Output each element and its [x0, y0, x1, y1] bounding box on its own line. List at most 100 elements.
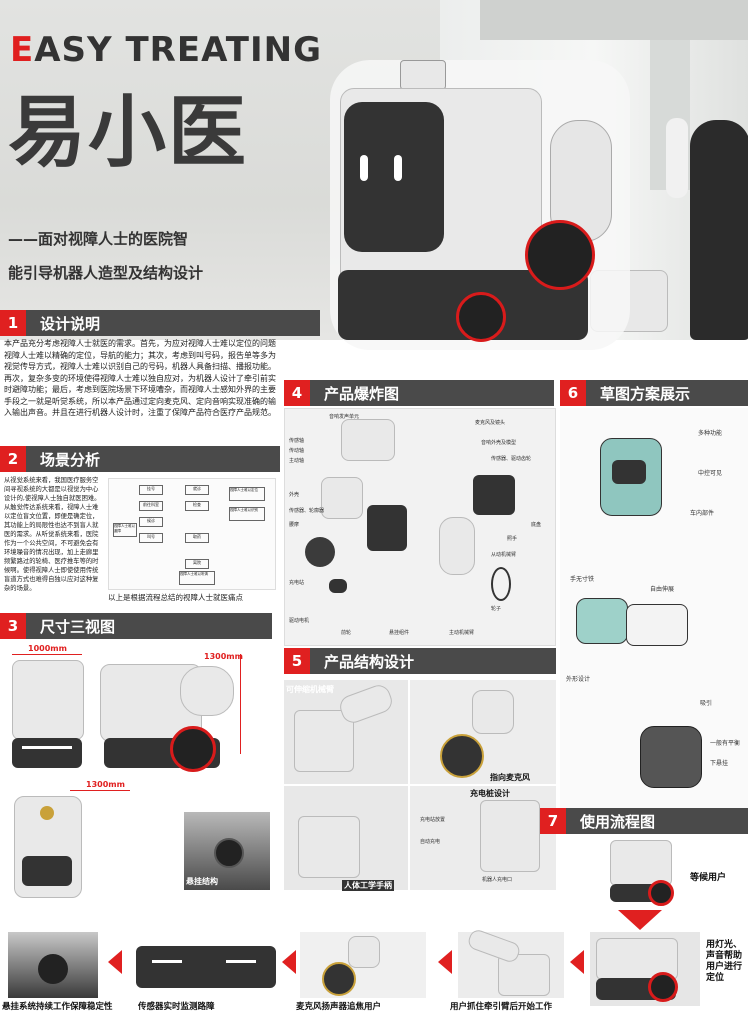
explode-motor — [367, 505, 407, 551]
structure-charge: 充电桩设计 充电站放置 自动充电 机器人充电口 — [410, 786, 556, 890]
front-view — [12, 660, 84, 772]
structure-charge-robot — [480, 800, 540, 872]
section-7-header: 7 使用流程图 — [540, 808, 748, 834]
explode-arm — [439, 517, 475, 575]
flow-node: 离院 — [185, 559, 209, 569]
section-title: 设计说明 — [40, 314, 101, 333]
flow-robot-wheel — [648, 972, 678, 1002]
hero-robot — [330, 60, 630, 360]
flow-node: 叫号 — [139, 533, 163, 543]
flow-mic-head — [348, 936, 380, 968]
front-view-body — [12, 660, 84, 740]
explode-label: 音响发声单元 — [329, 414, 360, 420]
structure-caption: 可伸缩机械臂 — [286, 685, 334, 694]
explode-label: 音响外壳及模型 — [481, 440, 517, 446]
flow-suspension-wheel — [38, 954, 68, 984]
explode-label: 驱动电机 — [289, 618, 310, 624]
sketch-note: 多种功能 — [698, 430, 723, 437]
flow-step-4-image — [300, 932, 426, 998]
charge-label: 机器人充电口 — [482, 877, 513, 883]
explode-label: 腰摩 — [289, 522, 300, 528]
flow-step-3-image — [458, 927, 564, 998]
flow-step-3-caption: 用户抓住牵引臂后开始工作 — [450, 1002, 553, 1012]
flow-node: 候诊 — [139, 517, 163, 527]
pain-point-node: 视障人士难以识别 — [229, 507, 265, 521]
robot-eye-left — [360, 155, 368, 181]
section-2-header: 2 场景分析 — [0, 446, 280, 472]
title-english: EASY TREATING — [10, 30, 322, 70]
flow-step-4-caption: 麦克风扬声器追焦用户 — [296, 1002, 382, 1012]
flow-robot-wheel — [648, 880, 674, 906]
sketch-board: 多种功能 中控可见 车内部件 手无寸铁 自由伸展 外形设计 吸引 一般有平衡 下… — [560, 408, 748, 808]
sketch-note: 中控可见 — [698, 470, 723, 477]
structure-caption: 人体工学手柄 — [342, 880, 394, 891]
structure-mic: 指向麦克风 — [410, 680, 556, 784]
dim-length-label: 1300mm — [86, 780, 125, 789]
section-title: 产品爆炸图 — [324, 384, 400, 403]
pain-point-node: 视障人士难以定位 — [229, 487, 265, 501]
design-description: 本产品充分考虑视障人士就医的需求。首先，为应对视障人士难以定位的问题视障人士难以… — [4, 339, 276, 417]
explode-label: 轮子 — [491, 606, 502, 612]
explode-label: 从动机械臂 — [491, 552, 517, 558]
front-view-stripe — [22, 746, 72, 749]
dim-line-width — [12, 654, 82, 655]
section-4-header: 4 产品爆炸图 — [284, 380, 554, 406]
section-5-header: 5 产品结构设计 — [284, 648, 556, 674]
scene-flowchart: 挂号 前往科室 候诊 叫号 就诊 检查 取药 离院 视障人士难以定位 视障人士难… — [108, 478, 276, 590]
robot-wheel-front — [456, 292, 506, 342]
sketch-robot-face — [612, 460, 646, 484]
explode-label: 传感器、轮廓器 — [289, 508, 325, 514]
charge-label: 自动充电 — [420, 839, 441, 845]
scene-caption: 以上是根据流程总结的视障人士就医痛点 — [108, 593, 243, 602]
explode-wheel — [491, 567, 511, 601]
pain-point-node: 视障人士难以避障 — [113, 523, 137, 537]
flow-node: 就诊 — [185, 485, 209, 495]
suspension-caption: 悬挂结构 — [186, 877, 218, 886]
section-number: 4 — [284, 380, 310, 406]
sketch-note: 车内部件 — [690, 510, 715, 517]
explode-label: 悬挂组件 — [389, 630, 410, 636]
front-view-base — [12, 738, 82, 768]
structure-ergo-robot — [298, 816, 360, 878]
section-6-header: 6 草图方案展示 — [560, 380, 748, 406]
flow-node: 前往科室 — [139, 501, 163, 511]
explode-label: 充电站 — [289, 580, 305, 586]
explode-label: 传感器、驱动齿轮 — [491, 456, 532, 462]
flow-step-6-caption: 悬挂系统持续工作保障稳定性 — [2, 1002, 113, 1012]
section-1-header: 1 设计说明 — [0, 310, 320, 336]
title-chinese: 易小医 — [8, 88, 249, 178]
explode-label: 照手 — [507, 536, 518, 542]
explode-label: 麦克风及镜头 — [475, 420, 506, 426]
sketch-note: 手无寸铁 — [570, 576, 595, 583]
flow-robot-arm — [466, 927, 522, 965]
sketch-robot-two — [576, 598, 628, 644]
section-title: 草图方案展示 — [600, 384, 691, 403]
top-view — [14, 796, 82, 900]
sketch-note: 下悬挂 — [710, 760, 729, 767]
suspension-photo — [184, 812, 270, 890]
dim-width-label: 1000mm — [28, 644, 67, 653]
top-view-panel — [22, 856, 72, 886]
flow-step-5-caption: 传感器实时监测路障 — [138, 1002, 215, 1012]
flow-arrow-down — [618, 910, 662, 930]
section-number: 2 — [0, 446, 26, 472]
flow-robot-body — [498, 954, 550, 996]
explode-label: 主动轴 — [289, 458, 305, 464]
charge-label: 充电站放置 — [420, 817, 446, 823]
explode-label: 前轮 — [341, 630, 352, 636]
section-title: 产品结构设计 — [324, 652, 415, 671]
sketch-note: 自由伸展 — [650, 586, 675, 593]
flow-step-1-caption: 等候用户 — [690, 873, 727, 883]
explode-speaker-shell — [341, 419, 395, 461]
flow-node: 检查 — [185, 501, 209, 511]
exploded-view: 音响发声单元 麦克风及镜头 传感轴 传动轴 主动轴 外壳 传感器、轮廓器 腰摩 … — [284, 408, 556, 646]
structure-arm: 可伸缩机械臂 — [284, 680, 408, 784]
section-title: 使用流程图 — [580, 812, 656, 831]
nurse-figure — [666, 118, 688, 198]
robot-wheel-main — [525, 220, 595, 290]
sketch-robot-four — [640, 726, 702, 788]
subtitle: ——面对视障人士的医院智 能引导机器人造型及结构设计 — [8, 230, 204, 282]
structure-caption: 指向麦克风 — [490, 773, 530, 782]
structure-mic-head — [472, 690, 514, 734]
flow-step-2-image — [590, 932, 700, 1006]
